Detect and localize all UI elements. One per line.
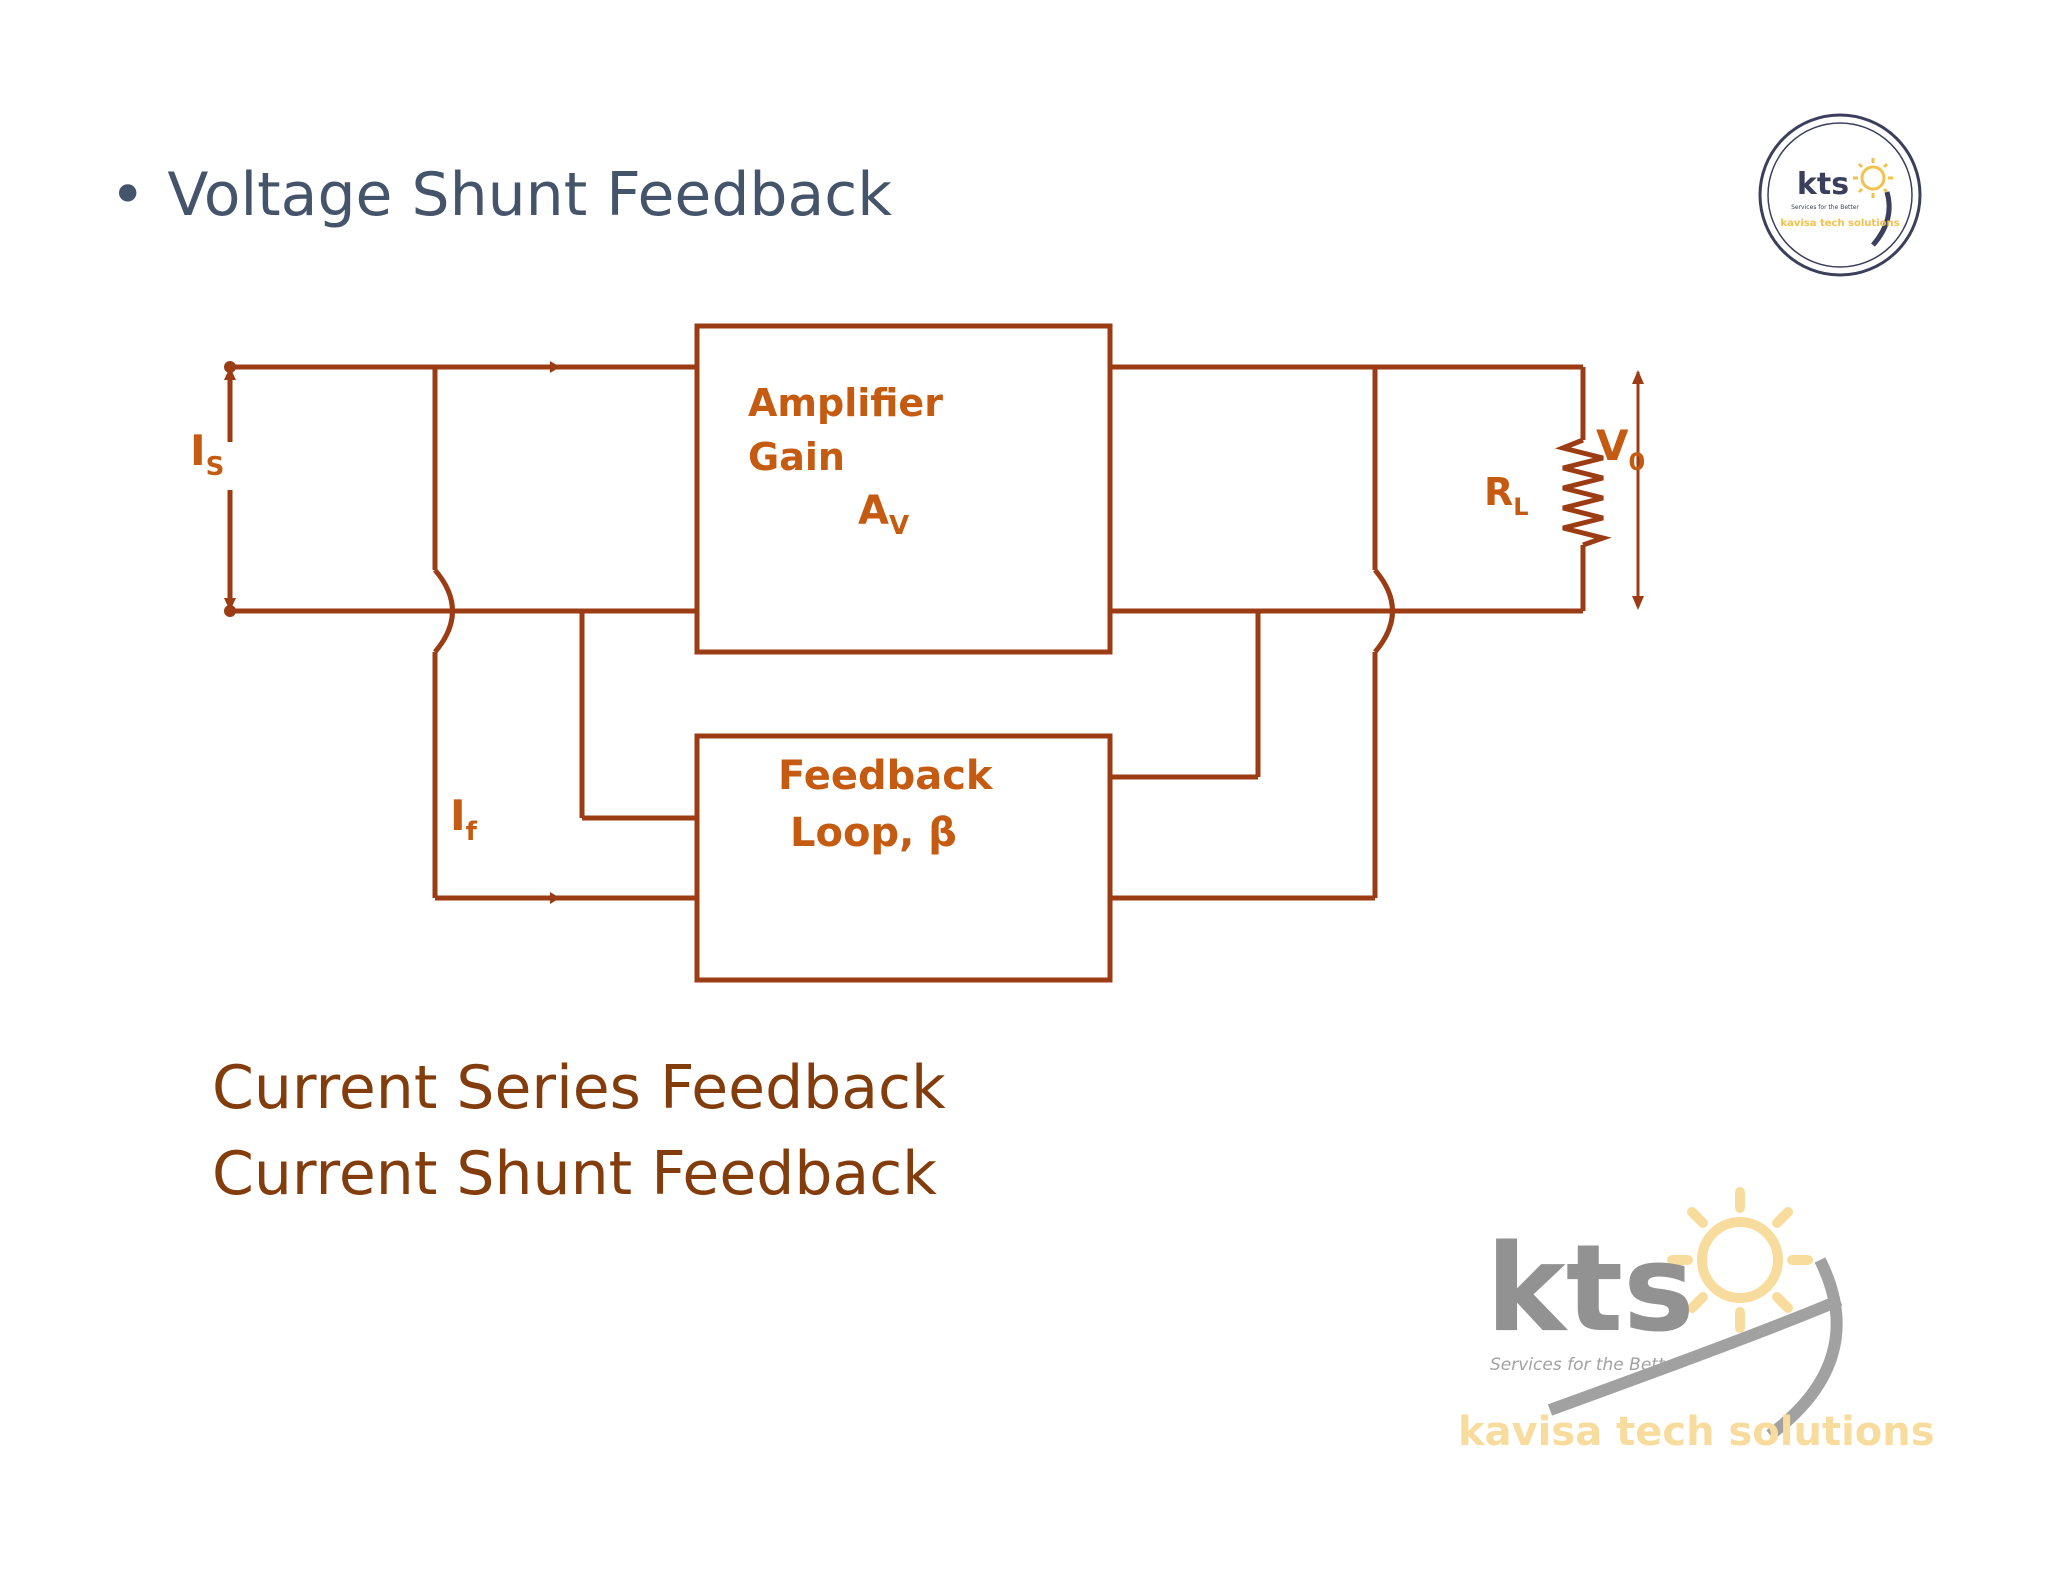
topic-line-1: Current Series Feedback xyxy=(212,1053,946,1123)
source-current-label: IS xyxy=(190,426,224,482)
arrow-up-icon xyxy=(224,367,236,380)
output-voltage-label: V0 xyxy=(1596,421,1645,476)
arrow-right-icon xyxy=(550,892,560,904)
logo-large-company: kavisa tech solutions xyxy=(1458,1409,1935,1455)
arrow-up-icon xyxy=(1632,370,1644,384)
amplifier-label-1: Amplifier xyxy=(748,381,943,425)
resistor-icon xyxy=(1554,437,1612,548)
source-current-main: I xyxy=(190,426,206,475)
logo-large-tagline: Services for the Better xyxy=(1490,1355,1683,1375)
crossover-jump xyxy=(433,568,455,654)
slide-title: • Voltage Shunt Feedback xyxy=(110,160,892,230)
kts-logo-small: kts Services for the Better kavisa tech … xyxy=(1758,113,1922,277)
logo-small-tagline: Services for the Better xyxy=(1791,204,1859,211)
crossover-jump xyxy=(1373,568,1395,654)
logo-small-brand: kts xyxy=(1797,167,1849,202)
bullet: • xyxy=(110,160,146,230)
title-text: Voltage Shunt Feedback xyxy=(167,160,893,230)
output-voltage-main: V xyxy=(1596,421,1629,470)
output-wiring xyxy=(1110,364,1644,901)
topic-line-2: Current Shunt Feedback xyxy=(212,1139,937,1209)
additional-topics: Current Series Feedback Current Shunt Fe… xyxy=(212,1045,946,1217)
amplifier-box xyxy=(694,323,1113,655)
feedback-current-main: I xyxy=(450,791,466,840)
load-resistor-label: RL xyxy=(1484,470,1529,521)
gain-sub: V xyxy=(889,511,909,541)
feedback-current-label: If xyxy=(450,791,478,847)
amplifier-gain-symbol: AV xyxy=(858,488,909,541)
output-voltage-sub: 0 xyxy=(1629,448,1646,476)
logo-large-brand: kts xyxy=(1486,1220,1695,1359)
arrow-right-icon xyxy=(550,361,560,373)
sun-icon xyxy=(1853,158,1893,198)
arrow-down-icon xyxy=(224,598,236,611)
gain-main: A xyxy=(858,488,889,534)
logo-small-company: kavisa tech solutions xyxy=(1780,218,1899,229)
feedback-box xyxy=(694,733,1113,983)
source-current-sub: S xyxy=(206,452,225,482)
feedback-current-sub: f xyxy=(466,817,478,847)
arrow-down-icon xyxy=(1632,596,1644,610)
kts-logo-large: kts Services for the Better kavisa tech … xyxy=(1458,1187,1935,1455)
sun-icon xyxy=(1667,1187,1813,1333)
input-wiring xyxy=(224,361,697,904)
load-main: R xyxy=(1484,470,1513,514)
feedback-label-1: Feedback xyxy=(778,753,994,799)
feedback-label-2: Loop, β xyxy=(790,810,957,856)
load-sub: L xyxy=(1513,493,1528,521)
amplifier-label-2: Gain xyxy=(748,435,845,479)
